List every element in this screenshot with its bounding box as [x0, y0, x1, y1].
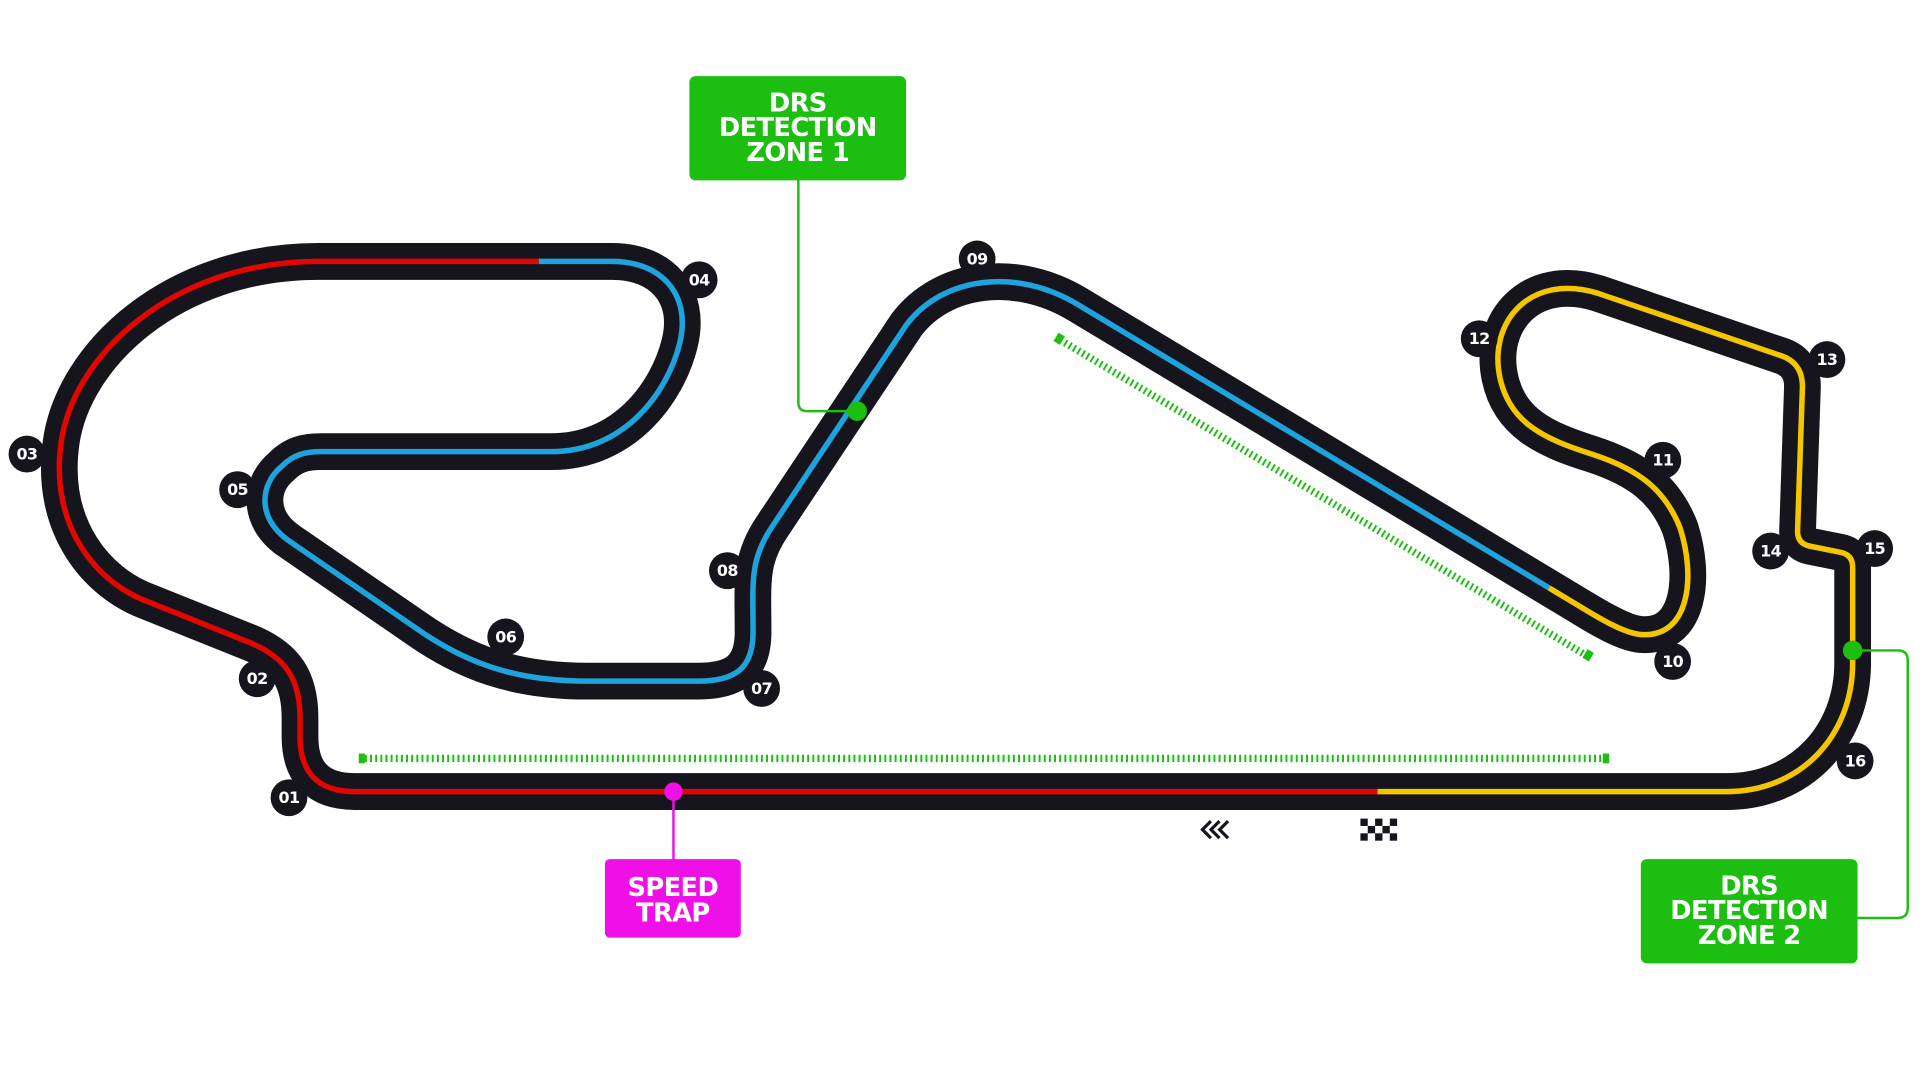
- turn-16: 16: [1836, 742, 1874, 780]
- drs-detection-1-point: [847, 401, 867, 421]
- turn-15: 15: [1856, 530, 1894, 567]
- drs-detection-zone-2-line-2: DETECTION: [1670, 896, 1828, 926]
- turn-05: 05: [219, 471, 256, 509]
- turn-01-label: 01: [279, 788, 300, 807]
- turn-14-label: 14: [1760, 542, 1781, 561]
- drs-detection-zone-2-box: [1640, 859, 1858, 964]
- drs-detection-2-leader: [1852, 649, 1909, 920]
- drs-detection-2-marker: [1842, 640, 1909, 920]
- turn-03-label: 03: [16, 445, 37, 464]
- turn-16-label: 16: [1845, 751, 1866, 770]
- turn-09: 09: [958, 240, 996, 278]
- turn-08-label: 08: [717, 561, 738, 580]
- triple-chevron-left-icon: [1200, 820, 1230, 840]
- turn-02-label: 02: [247, 669, 268, 688]
- turn-13: 13: [1808, 341, 1846, 378]
- turn-10: 10: [1654, 643, 1692, 680]
- drs-zone-main-straight-start: [358, 753, 365, 764]
- turn-03: 03: [8, 435, 46, 473]
- drs-detection-2-point: [1842, 640, 1863, 661]
- checkered-flag-icon: [1360, 818, 1398, 841]
- turn-06-label: 06: [495, 627, 516, 646]
- drs-detection-1-marker: [797, 179, 867, 421]
- drs-zone-main-straight-end: [1602, 753, 1609, 764]
- speed-trap-box: [604, 859, 741, 938]
- drs-zone-back-straight-end: [1582, 649, 1594, 662]
- drs-zone-back-straight-start: [1053, 332, 1065, 345]
- sector-2-line: [262, 258, 1551, 684]
- drs-detection-zone-1-line-1: DRS: [769, 89, 827, 119]
- sector-3-line: [1377, 285, 1856, 795]
- turn-09-label: 09: [967, 249, 988, 268]
- speed-trap-callout: SPEED TRAP: [604, 859, 741, 938]
- drs-detection-zone-1-box: [689, 76, 907, 181]
- drs-zones: [358, 332, 1609, 764]
- sector-1-line: [56, 258, 1378, 795]
- speed-trap-point: [664, 782, 683, 801]
- turn-05-label: 05: [227, 480, 248, 499]
- drs-detection-zone-1-line-2: DETECTION: [719, 113, 877, 143]
- turn-04-label: 04: [689, 270, 710, 289]
- turn-14: 14: [1752, 532, 1789, 570]
- turn-07-label: 07: [751, 679, 772, 698]
- turn-11-label: 11: [1652, 451, 1673, 470]
- turn-02: 02: [238, 660, 276, 698]
- turn-10-label: 10: [1662, 652, 1683, 671]
- speed-trap-line-1: SPEED: [627, 873, 718, 903]
- drs-detection-zone-1-line-3: ZONE 1: [746, 138, 849, 168]
- drs-detection-1-leader: [797, 179, 858, 413]
- turn-04: 04: [680, 261, 718, 299]
- turn-15-label: 15: [1864, 539, 1885, 558]
- drs-detection-zone-1-callout: DRS DETECTION ZONE 1: [689, 76, 907, 181]
- turn-11: 11: [1644, 441, 1682, 479]
- drs-detection-zone-2-callout: DRS DETECTION ZONE 2: [1640, 859, 1858, 964]
- turn-12-label: 12: [1469, 329, 1490, 348]
- turn-markers: 01 02 03 04 05 06 07 08 09 10 11 12 13 1…: [8, 240, 1894, 817]
- track-surface: [41, 243, 1872, 810]
- drs-detection-zone-2-line-1: DRS: [1720, 872, 1778, 902]
- turn-12: 12: [1460, 320, 1498, 358]
- turn-08: 08: [708, 552, 746, 590]
- turn-06: 06: [487, 618, 525, 656]
- turn-01: 01: [270, 779, 308, 817]
- speed-trap-line-2: TRAP: [636, 899, 710, 929]
- turn-13-label: 13: [1816, 350, 1837, 369]
- drs-detection-zone-2-line-3: ZONE 2: [1698, 921, 1801, 951]
- speed-trap-marker: [664, 782, 683, 862]
- turn-07: 07: [743, 670, 780, 707]
